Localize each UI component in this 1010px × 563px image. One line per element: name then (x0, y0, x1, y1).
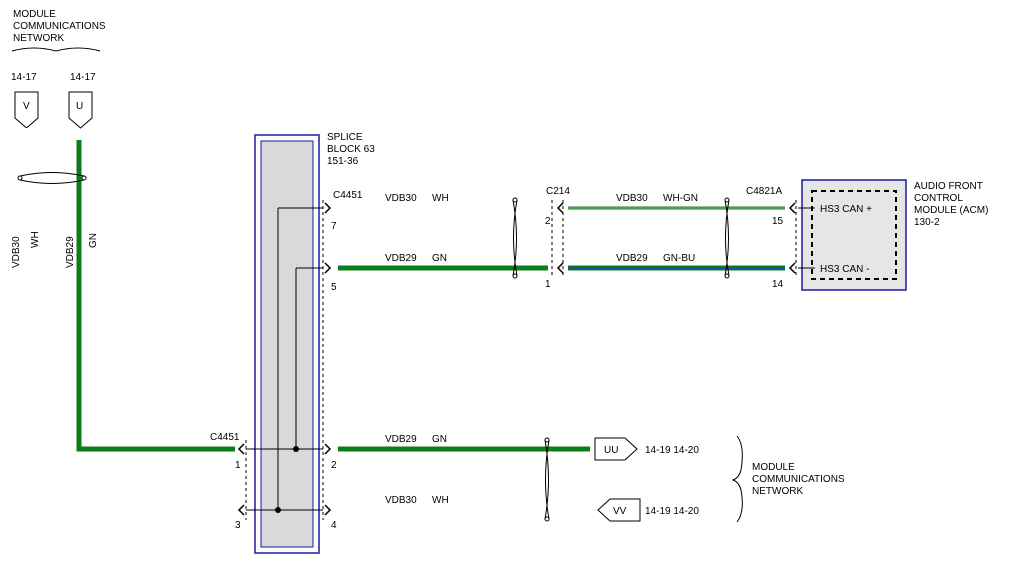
network-top-line-3: NETWORK (13, 33, 64, 44)
splice-label-3: 151-36 (327, 156, 359, 167)
arrow-pin2-icon (324, 443, 332, 455)
twist-marker-1 (512, 197, 518, 279)
network-top-line-2: COMMUNICATIONS (13, 21, 106, 32)
arrow-pin14-icon (788, 262, 796, 274)
pin-c214-1: 1 (545, 279, 551, 290)
network-label-top: MODULE COMMUNICATIONS NETWORK (11, 9, 106, 52)
wire-top2-color: GN (432, 253, 447, 264)
pin-3: 3 (235, 520, 241, 531)
arrow-pin3-icon (237, 504, 245, 516)
network-top-line-1: MODULE (13, 9, 56, 20)
module-label-1: AUDIO FRONT (914, 181, 983, 192)
twist-marker-2 (724, 197, 730, 279)
arrow-pin1-icon (237, 443, 245, 455)
left-wire-vdb30-outline (25, 128, 235, 511)
splice-inner-body (260, 140, 314, 548)
wire-right2-circuit: VDB29 (616, 253, 648, 264)
c4821a-label: C4821A (746, 186, 782, 197)
pin-14: 14 (772, 279, 784, 290)
network-bottom-line-3: NETWORK (752, 486, 803, 497)
wire-bot1-color: GN (432, 434, 447, 445)
wire-top1-color: WH (432, 193, 449, 204)
twist-marker-3 (544, 437, 550, 522)
tag-uu[interactable]: UU (594, 437, 638, 461)
left-w2-color: GN (88, 233, 99, 248)
tag-u-shape-icon (68, 91, 93, 129)
pin-7: 7 (331, 221, 337, 232)
module-acm[interactable]: HS3 CAN + HS3 CAN - (798, 179, 907, 291)
tag-v-shape-icon (14, 91, 39, 129)
arrow-pin5-icon (324, 262, 332, 274)
c4451-top-label: C4451 (333, 190, 363, 201)
left-w2-circuit: VDB29 (65, 236, 76, 268)
ref-v: 14-17 (11, 72, 37, 83)
arrow-c214-2-icon (556, 202, 564, 214)
c214-label: C214 (546, 186, 570, 197)
tag-vv[interactable]: VV (597, 498, 641, 522)
network-bottom-line-1: MODULE (752, 462, 795, 473)
ref-u: 14-17 (70, 72, 96, 83)
wire-top1-circuit: VDB30 (385, 193, 417, 204)
brace-bottom-icon (731, 435, 743, 523)
left-wire-vdb30[interactable] (25, 128, 235, 511)
tag-vv-shape-icon (597, 498, 641, 522)
arrow-pin4-icon (324, 504, 332, 516)
splice-label-2: BLOCK 63 (327, 144, 375, 155)
module-body (801, 179, 907, 291)
connector-arrows (237, 202, 796, 516)
wire-bot2-color: WH (432, 495, 449, 506)
arrow-pin7-icon (324, 202, 332, 214)
module-inner-dashed (811, 190, 897, 280)
wire-right1-circuit: VDB30 (616, 193, 648, 204)
module-label-3: MODULE (ACM) (914, 205, 988, 216)
brace-top-icon (11, 47, 101, 52)
module-label-2: CONTROL (914, 193, 963, 204)
wire-top2-circuit: VDB29 (385, 253, 417, 264)
c4451-bottom-label: C4451 (210, 432, 240, 443)
pin-5: 5 (331, 282, 337, 293)
left-wire-vdb29-line (76, 140, 235, 452)
module-pin-minus: HS3 CAN - (820, 264, 869, 275)
pin-1: 1 (235, 460, 241, 471)
tag-uu-shape-icon (594, 437, 638, 461)
wire-bot1-circuit: VDB29 (385, 434, 417, 445)
twist-marker-left (17, 172, 87, 184)
splice-block-63[interactable] (254, 134, 320, 554)
left-wire-vdb29[interactable] (76, 140, 235, 452)
wire-right1-color: WH-GN (663, 193, 698, 204)
module-label-4: 130-2 (914, 217, 940, 228)
tag-uu-label: UU (604, 445, 618, 456)
module-pin-plus: HS3 CAN + (820, 204, 872, 215)
left-wire-vdb30-core (25, 128, 235, 511)
pin-15: 15 (772, 216, 784, 227)
arrow-c214-1-icon (556, 262, 564, 274)
tag-v[interactable]: V (14, 91, 39, 129)
left-w1-circuit: VDB30 (11, 236, 22, 268)
pin-2: 2 (331, 460, 337, 471)
wire-right2-color: GN-BU (663, 253, 695, 264)
tag-u-label: U (76, 101, 83, 112)
arrow-pin15-icon (788, 202, 796, 214)
wire-bot2-circuit: VDB30 (385, 495, 417, 506)
tag-vv-label: VV (613, 506, 627, 517)
ref-vv: 14-19 14-20 (645, 506, 699, 517)
network-bottom-line-2: COMMUNICATIONS (752, 474, 845, 485)
ref-uu: 14-19 14-20 (645, 445, 699, 456)
left-w1-color: WH (30, 231, 41, 248)
tag-v-label: V (23, 101, 30, 112)
tag-u[interactable]: U (68, 91, 93, 129)
splice-label-1: SPLICE (327, 132, 363, 143)
pin-4: 4 (331, 520, 337, 531)
pin-c214-2: 2 (545, 216, 551, 227)
splice-outer-border (254, 134, 320, 554)
